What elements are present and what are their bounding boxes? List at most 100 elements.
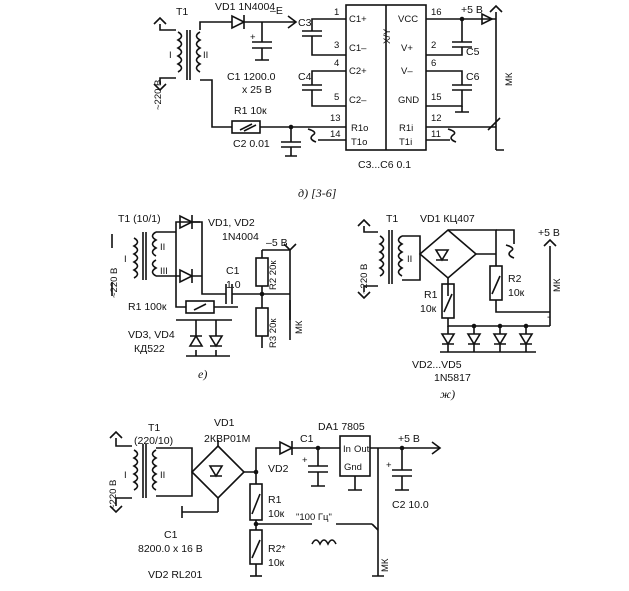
d-pin-5: 5 xyxy=(334,92,339,103)
d-mk-cut xyxy=(487,117,501,131)
z-vd2-wires xyxy=(255,447,340,456)
zh-r2-out xyxy=(495,300,550,313)
e-r2-label: R2 20к xyxy=(268,260,279,290)
zh-mains-arrows xyxy=(357,218,371,300)
z-vd2-type: VD2 RL201 xyxy=(148,569,202,581)
d-ic-r1: V+ xyxy=(401,43,413,54)
d-ic-r0: VCC xyxy=(398,14,418,25)
zh-vd5 xyxy=(518,333,534,346)
z-c2-label: C2 10.0 xyxy=(392,499,429,511)
e-vd4 xyxy=(208,335,224,348)
z-primary-coil xyxy=(132,449,139,491)
e-t1-label: Т1 (10/1) xyxy=(118,213,161,225)
d-minus-e-label: –E xyxy=(270,5,283,17)
zh-mk-arrow xyxy=(543,238,557,247)
z-da1-in: In xyxy=(343,444,351,455)
e-vd2 xyxy=(179,268,194,284)
d-w1-label: I xyxy=(169,50,172,61)
e-vd12-type: 1N4004 xyxy=(222,231,259,243)
d-c5-wires xyxy=(426,18,496,56)
z-c1-wire xyxy=(181,506,218,518)
e-c1-val: 1.0 xyxy=(226,279,241,291)
e-r1-slash xyxy=(193,303,207,311)
zh-r2-val: 10к xyxy=(508,287,525,299)
z-c2-symbol xyxy=(392,448,412,491)
zh-minus: - xyxy=(547,311,551,323)
d-ic-l2: C2+ xyxy=(349,66,367,77)
d-primary-coil xyxy=(176,31,183,73)
e-vd3 xyxy=(188,334,204,347)
e-coil-3 xyxy=(151,259,158,277)
zh-r2-label: R2 xyxy=(508,273,522,285)
e-vd34-type: КД522 xyxy=(134,343,165,355)
z-vd1: VD1 xyxy=(214,417,235,429)
zh-vd2 xyxy=(440,333,456,346)
z-mk-label: МК xyxy=(380,558,391,572)
e-r3-body xyxy=(255,307,269,337)
d-c1-volt: x 25 В xyxy=(242,84,272,96)
z-da1-out: Out xyxy=(354,444,370,455)
panel-zh: ~220 В Т1 II VD1 КЦ407 R2 10к R1 10к xyxy=(357,213,563,401)
d-plus5-label: +5 В xyxy=(461,4,483,16)
e-vd1 xyxy=(179,214,194,230)
d-vd1-diode xyxy=(231,14,246,30)
d-sec-top-wire xyxy=(199,21,296,30)
zh-node-3 xyxy=(523,323,529,329)
d-pin-14: 14 xyxy=(330,129,341,140)
d-c6-plates xyxy=(452,84,472,91)
d-t1o-squiggle xyxy=(307,128,317,143)
e-vd34-wires xyxy=(176,319,232,357)
e-diode-join xyxy=(156,221,203,277)
d-mains-arrows xyxy=(153,16,167,92)
d-c3-plates xyxy=(302,30,322,37)
zh-primary-leads xyxy=(363,226,378,292)
zh-node-2 xyxy=(497,323,503,329)
d-r1-slashes xyxy=(239,123,257,132)
zh-t1: Т1 xyxy=(386,213,398,225)
d-ic-l0: C1+ xyxy=(349,14,367,25)
d-mk-top xyxy=(489,4,503,13)
d-secondary-coil xyxy=(195,31,202,73)
z-c1-cap: C1 xyxy=(300,433,314,445)
z-w1: I xyxy=(124,470,127,481)
d-c4-plates xyxy=(302,84,322,91)
e-w3: III xyxy=(160,266,168,277)
d-r1-wire xyxy=(200,79,346,128)
zh-plus5-label: +5 В xyxy=(538,227,560,239)
zh-r2-body xyxy=(489,265,503,301)
d-gnd xyxy=(455,106,469,113)
z-c1-symbol xyxy=(308,448,328,487)
d-ic-l1: C1– xyxy=(349,43,367,54)
d-ic-r5: T1i xyxy=(399,137,412,148)
zh-r1-slash xyxy=(443,293,453,313)
d-pin-3: 3 xyxy=(334,40,339,51)
d-ic-mid: X/Y xyxy=(382,28,393,44)
zh-vd25-type: 1N5817 xyxy=(434,372,471,384)
z-node-mid xyxy=(253,521,259,527)
e-c1-label: C1 xyxy=(226,265,240,277)
z-c2-plus: + xyxy=(386,460,392,471)
z-c1-plus: + xyxy=(302,455,308,466)
d-t1-label: Т1 xyxy=(176,6,188,18)
d-pin-12: 12 xyxy=(431,113,442,124)
z-primary-leads xyxy=(115,438,132,506)
z-r2-val: 10к xyxy=(268,557,285,569)
e-coil-2 xyxy=(151,231,158,257)
zh-primary-coil xyxy=(378,235,385,277)
d-r1-body xyxy=(231,120,261,134)
zh-squiggle xyxy=(505,244,515,259)
d-pin-6: 6 xyxy=(431,58,436,69)
e-mains-label: ~220 В xyxy=(109,268,120,298)
zh-r2-slash xyxy=(491,275,501,295)
d-pin-13: 13 xyxy=(330,113,341,124)
z-mk-bus xyxy=(372,448,384,577)
z-r2: R2* xyxy=(268,543,286,555)
zh-vd4 xyxy=(492,333,508,346)
d-c5-plates xyxy=(452,41,472,48)
d-c1-plus: + xyxy=(250,32,256,43)
d-plus5-tri xyxy=(481,12,494,26)
d-pin-15: 15 xyxy=(431,92,442,103)
panel-z: ~220 В Т1 (220/10) I II VD1 2КВР01М VD2 … xyxy=(108,417,442,581)
d-minus-e-arrow xyxy=(287,15,298,29)
